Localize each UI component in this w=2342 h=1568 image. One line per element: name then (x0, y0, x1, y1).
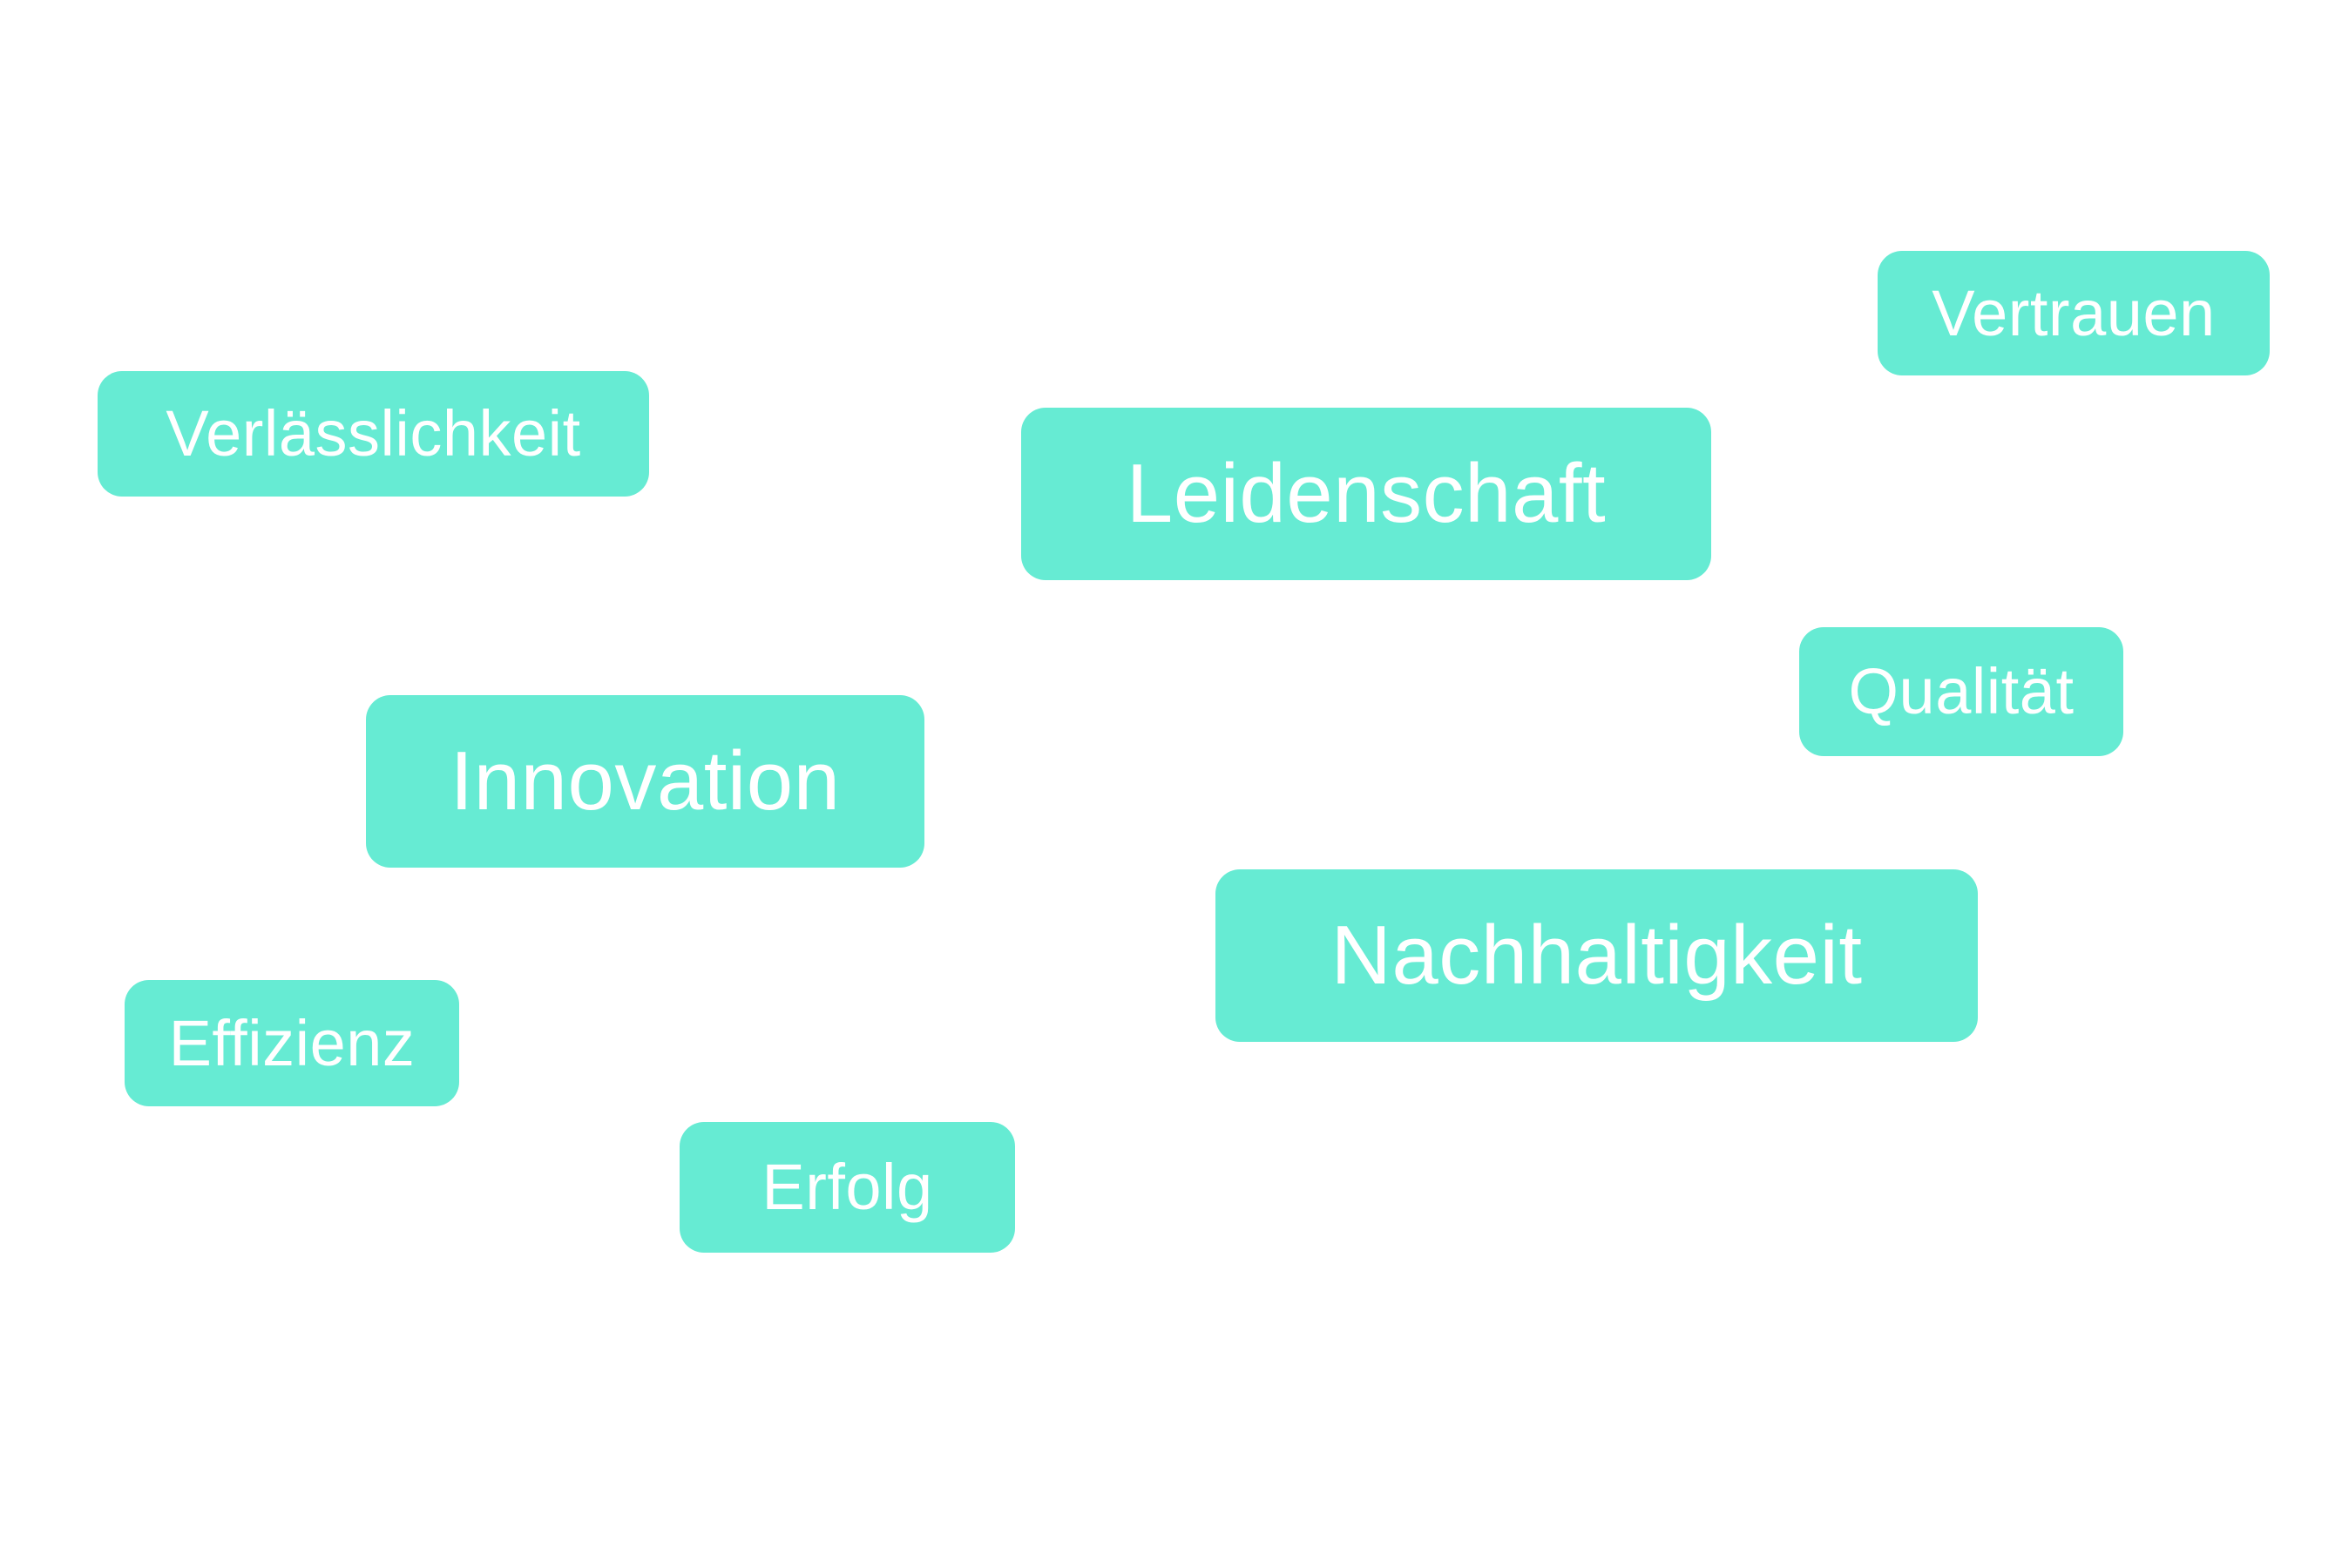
value-tag: Leidenschaft (1021, 408, 1711, 580)
value-tag: Erfolg (680, 1122, 1015, 1253)
value-tag: Qualität (1799, 627, 2123, 756)
value-tag: Vertrauen (1878, 251, 2270, 375)
value-tag: Innovation (366, 695, 924, 868)
value-tag: Nachhaltigkeit (1215, 869, 1978, 1042)
value-tag: Verlässlichkeit (98, 371, 649, 497)
value-tag: Effizienz (125, 980, 459, 1106)
